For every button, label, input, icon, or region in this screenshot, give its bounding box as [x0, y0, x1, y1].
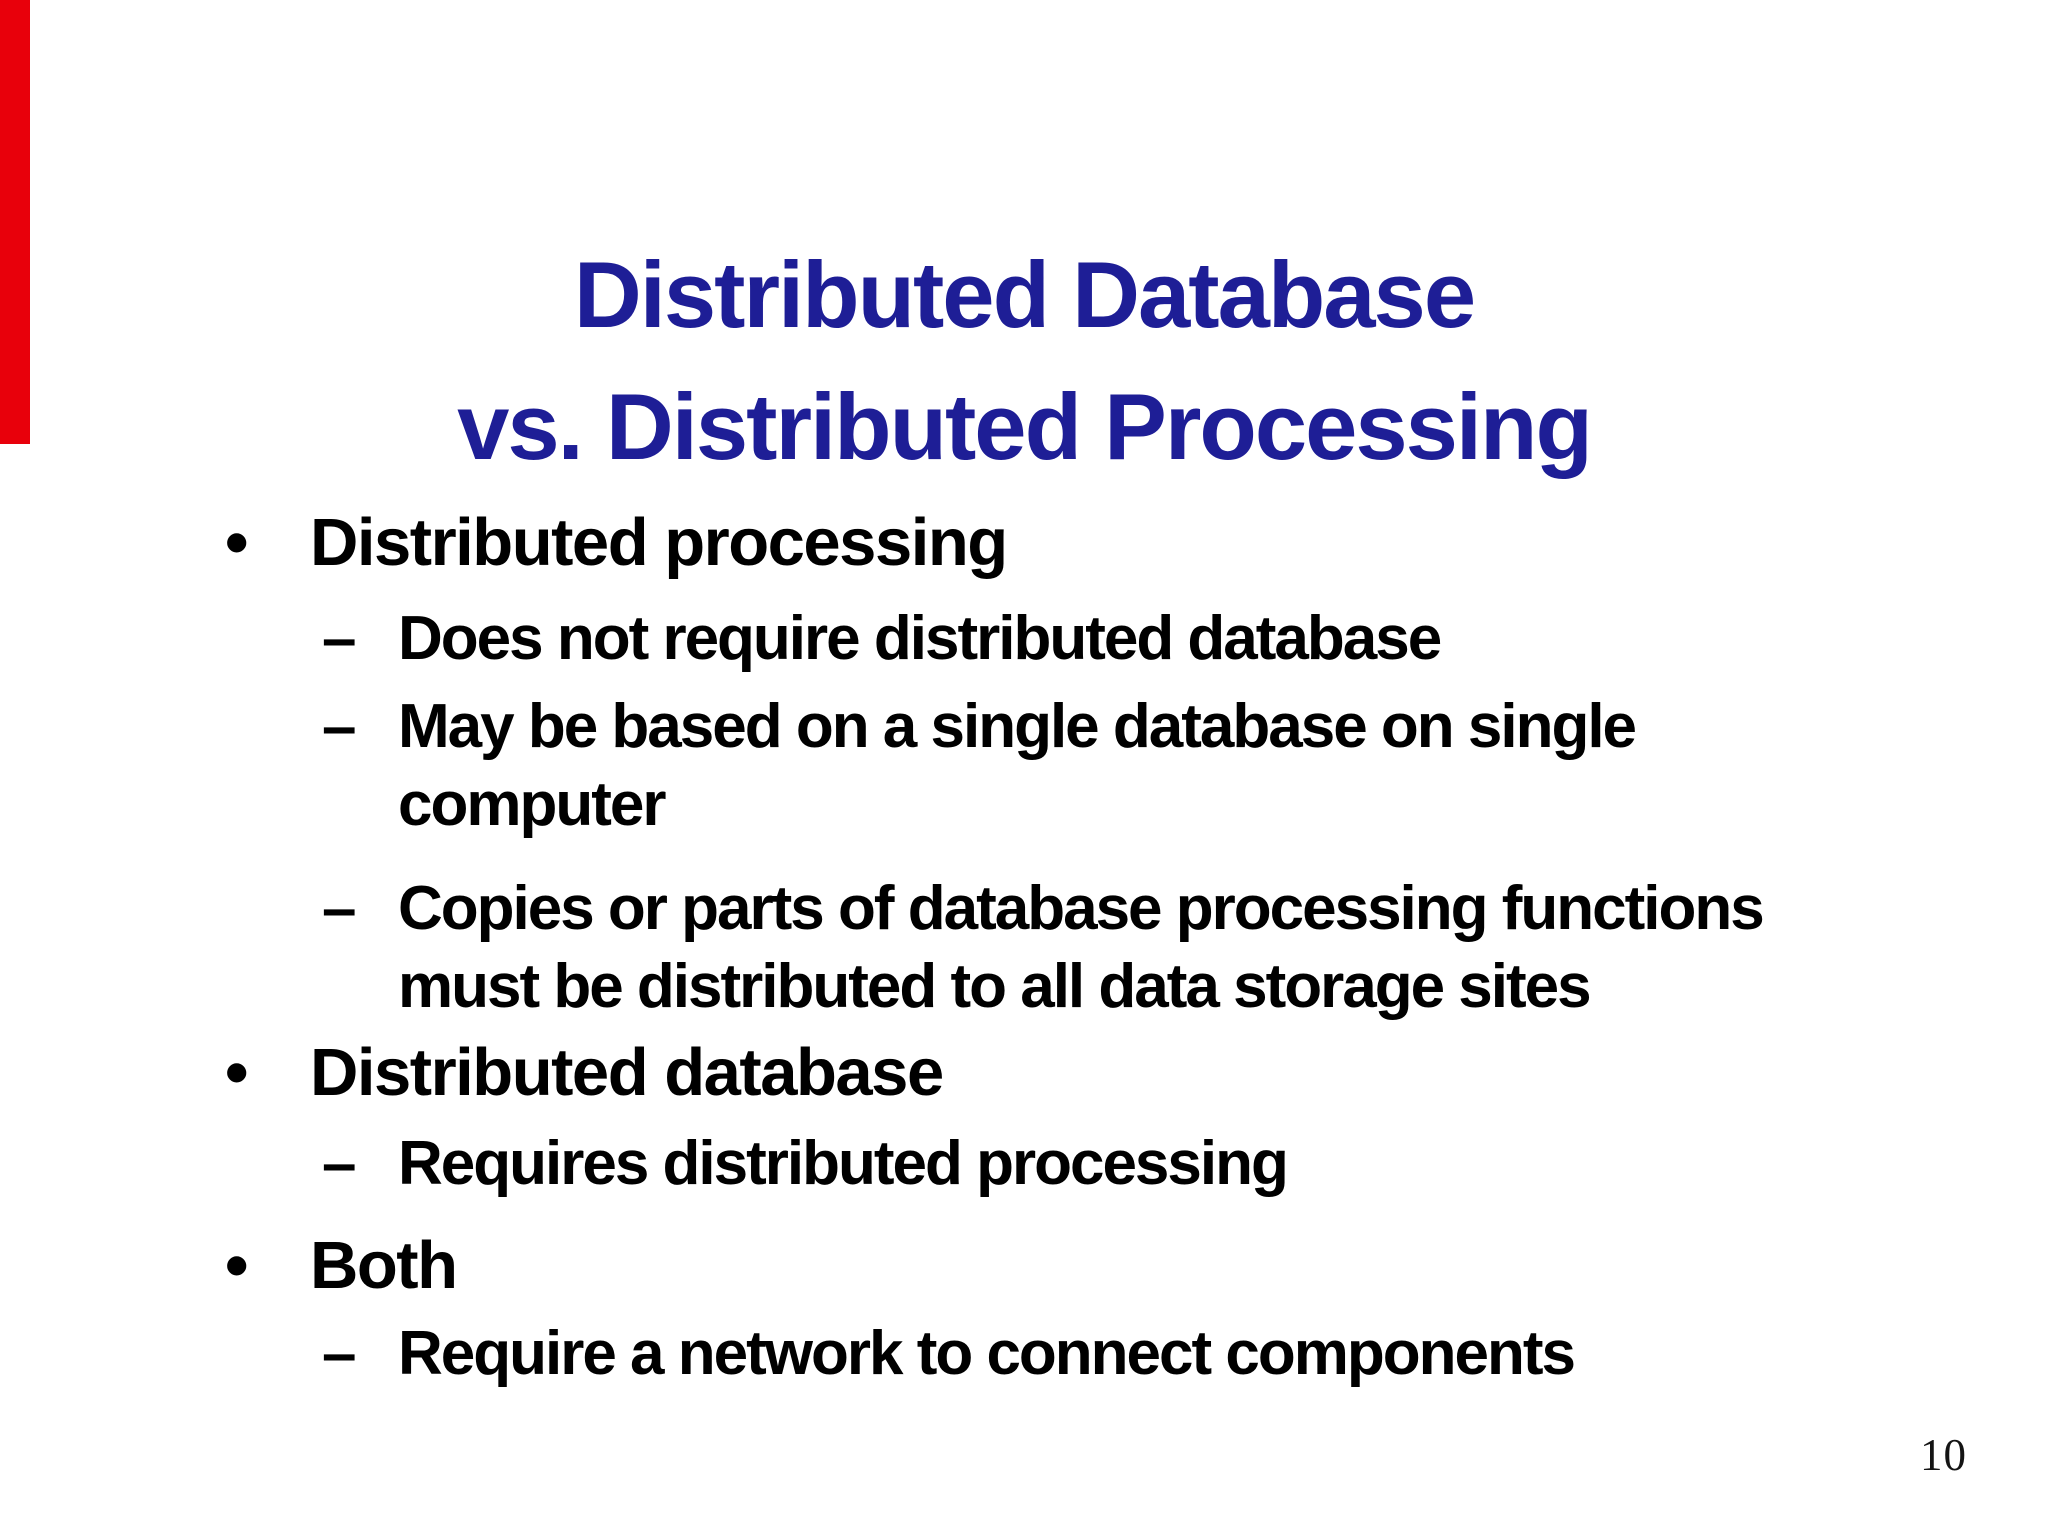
subbullet-text: Require a network to connect components	[398, 1319, 1576, 1388]
slide-title: Distributed Database vs. Distributed Pro…	[0, 229, 2048, 493]
subbullet-text: Copies or parts of database processing f…	[398, 874, 1765, 1021]
subbullet-item-does-not-require: – Does not require distributed database	[322, 600, 1898, 678]
dash-marker: –	[322, 692, 357, 761]
dash-marker: –	[322, 1129, 357, 1198]
bullet-dot-marker: •	[225, 1228, 248, 1303]
bullet-item-distributed-database: • Distributed database	[215, 1034, 1865, 1112]
dash-marker: –	[322, 874, 357, 943]
subbullet-item-copies-or-parts: – Copies or parts of database processing…	[322, 870, 1898, 1026]
page-number: 10	[1920, 1430, 1967, 1480]
bullet-text: Both	[310, 1228, 458, 1303]
dash-marker: –	[322, 1319, 357, 1388]
bullet-dot-marker: •	[225, 505, 248, 580]
bullet-dot-marker: •	[225, 1035, 248, 1110]
bullet-text: Distributed processing	[310, 505, 1008, 580]
title-line-1: Distributed Database	[573, 242, 1476, 347]
subbullet-item-requires-distributed: – Requires distributed processing	[322, 1125, 1898, 1203]
subbullet-item-require-network: – Require a network to connect component…	[322, 1315, 1898, 1393]
dash-marker: –	[322, 604, 357, 673]
bullet-item-both: • Both	[215, 1227, 1865, 1305]
subbullet-text: Requires distributed processing	[398, 1129, 1289, 1198]
subbullet-item-may-be-based: – May be based on a single database on s…	[322, 688, 1898, 844]
red-edge-artifact	[0, 0, 30, 444]
bullet-item-distributed-processing: • Distributed processing	[215, 504, 1865, 582]
subbullet-text: May be based on a single database on sin…	[398, 692, 1637, 839]
bullet-text: Distributed database	[310, 1035, 944, 1110]
subbullet-text: Does not require distributed database	[398, 604, 1442, 673]
title-line-2: vs. Distributed Processing	[457, 374, 1593, 479]
